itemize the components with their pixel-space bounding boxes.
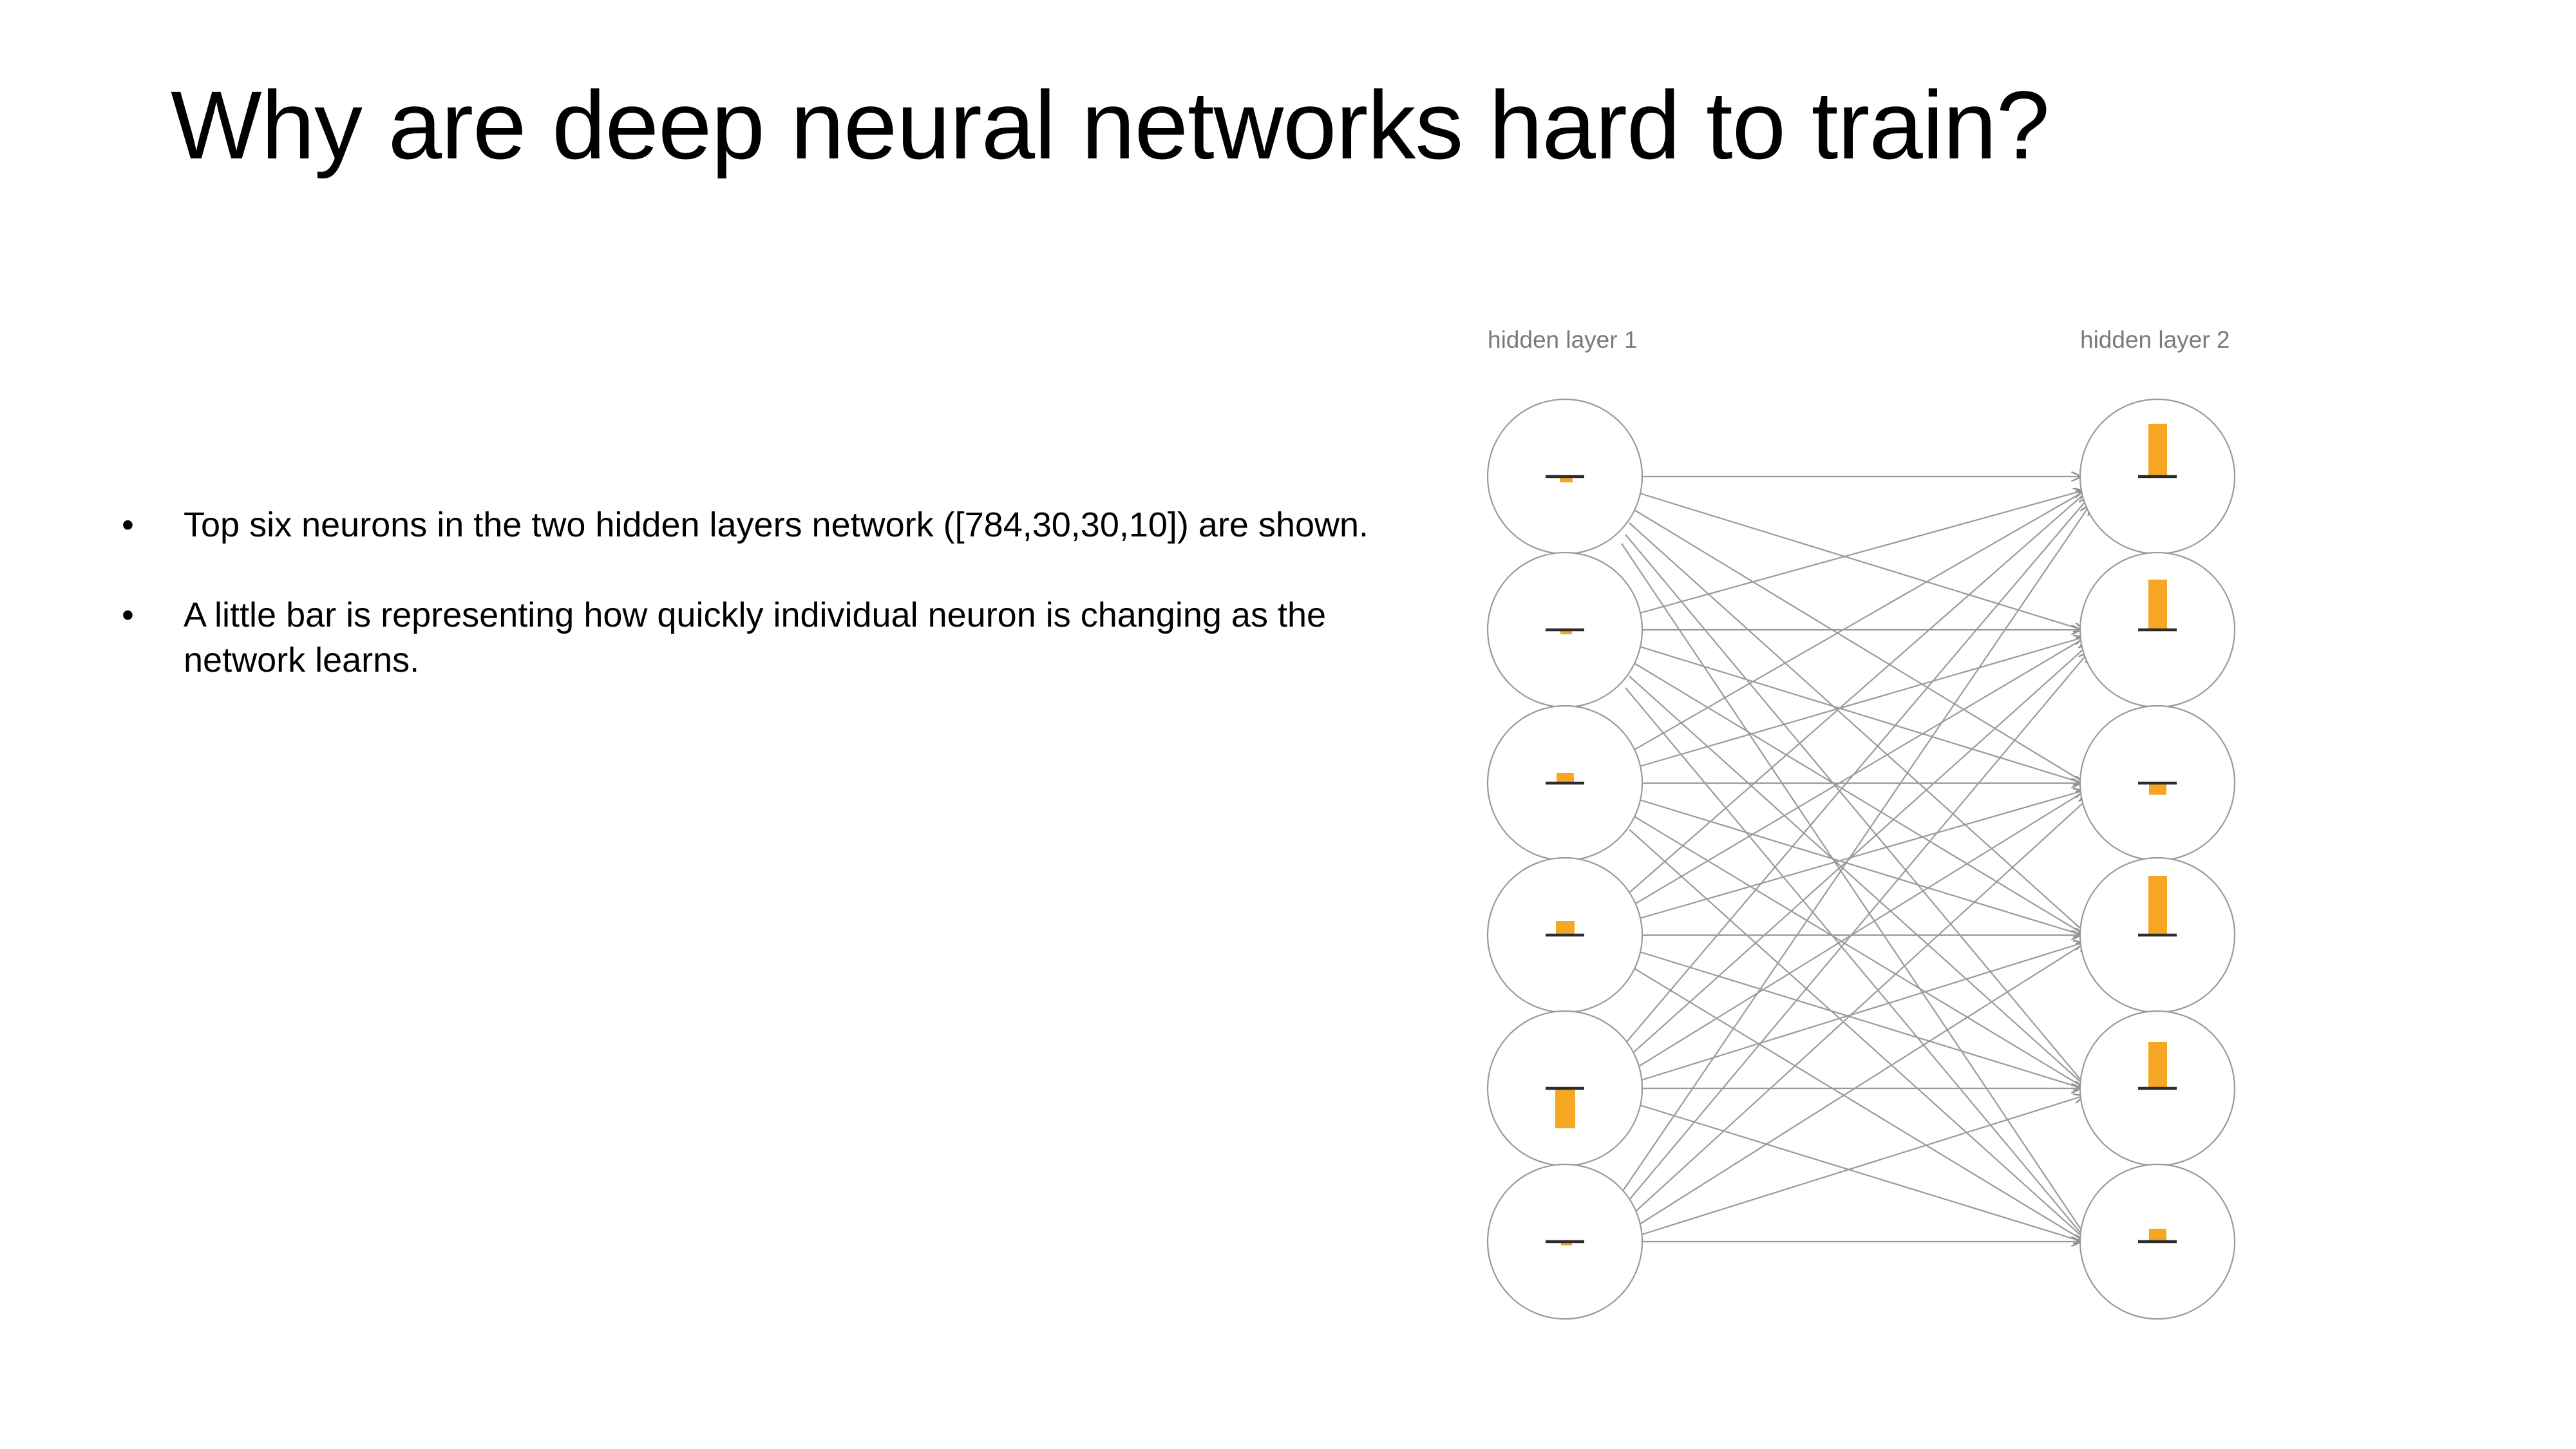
neuron-layer1-6 (1486, 1163, 1643, 1320)
page-title: Why are deep neural networks hard to tra… (171, 71, 2050, 179)
neuron-layer1-5 (1486, 1010, 1643, 1167)
list-item: • A little bar is representing how quick… (113, 592, 1401, 683)
bullet-marker-icon: • (122, 596, 134, 635)
edge-group (1621, 477, 2089, 1242)
neuron-layer2-2 (2079, 551, 2236, 708)
neuron-layer1-2 (1486, 551, 1643, 708)
neuron-layer2-6 (2079, 1163, 2236, 1320)
list-item: • Top six neurons in the two hidden laye… (113, 502, 1401, 547)
bullet-text: Top six neurons in the two hidden layers… (184, 506, 1369, 544)
layer1-caption: hidden layer 1 (1488, 327, 1637, 353)
neuron-layer1-4 (1486, 857, 1643, 1014)
neuron-layer1-3 (1486, 705, 1643, 862)
neuron-layer2-4 (2079, 857, 2236, 1014)
bullet-text: A little bar is representing how quickly… (184, 596, 1327, 680)
neuron-layer2-1 (2079, 398, 2236, 555)
neuron-layer1-1 (1486, 398, 1643, 555)
bullet-list: • Top six neurons in the two hidden laye… (113, 502, 1401, 728)
layer2-caption: hidden layer 2 (2080, 327, 2230, 353)
neural-network-diagram: hidden layer 1 hidden layer 2 (1436, 322, 2286, 1449)
neuron-layer2-5 (2079, 1010, 2236, 1167)
neuron-layer2-3 (2079, 705, 2236, 862)
bullet-marker-icon: • (122, 506, 134, 544)
